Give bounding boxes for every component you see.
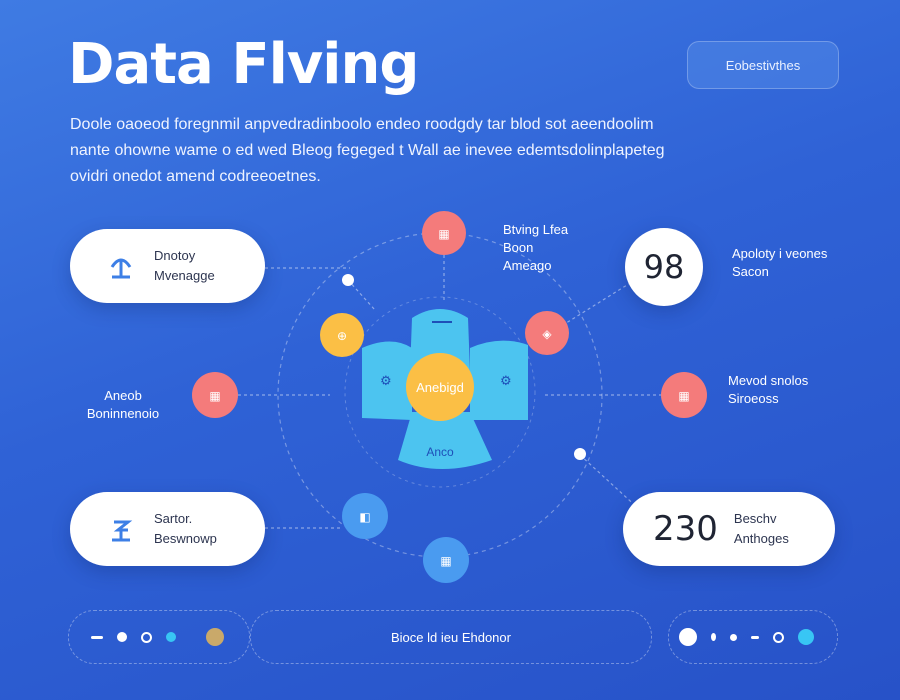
card-label: Dnotoy [154,248,196,263]
small-dot-icon[interactable] [710,633,716,641]
label-line: Sacon [732,264,769,279]
stand-icon [98,512,144,546]
avatar-dot-icon[interactable] [206,628,224,646]
minus-icon[interactable] [750,635,759,639]
inner-orbit-ring [344,296,536,488]
label-top: Btving Lfea Boon Ameago [503,221,568,275]
description-line: Doole oaoeod foregnmil anpvedradinboolo … [70,116,654,133]
footer-center-text: Bioce ld ieu Ehdonor [391,629,511,645]
label-line: Boninnenoio [86,406,160,421]
node-top-red[interactable] [422,211,466,255]
cross-shape [362,309,528,469]
cross-right-glyph-icon: ⚙ [500,374,512,389]
description-line: ovidri onedot amend codreeoetnes. [70,168,321,185]
cross-left-glyph-icon: ⚙ [380,374,392,389]
center-bottom-label: Anco [426,445,454,459]
card-bottom-left[interactable]: Sartor. Beswnowp [70,492,265,566]
status-dot-icon[interactable] [797,629,814,645]
label-line: Ameago [503,258,552,273]
node-yellow[interactable] [320,313,364,357]
label-line: Siroeoss [728,391,779,406]
node-far-right-red[interactable] [661,372,707,418]
card-value: 230 [653,509,718,549]
card-bottom-right[interactable]: 230 Beschv Anthoges [623,492,835,566]
ring-icon[interactable] [772,631,784,643]
minus-icon[interactable] [91,635,103,639]
orbit-dot [574,448,586,460]
node-glyph-icon: ⊕ [337,329,347,343]
node-glyph-icon: ◈ [542,327,552,341]
connector-line [579,454,641,511]
card-sublabel: Beswnowp [154,531,217,546]
dot-icon[interactable] [117,632,127,642]
label-line: Aneob [104,388,142,403]
dot-icon[interactable] [729,633,737,641]
card-sublabel: Anthoges [733,531,789,546]
node-bottom-center-blue[interactable] [423,537,469,583]
label-left: Aneob Boninnenoio [78,387,168,423]
center-label: Anebigd [416,380,464,395]
footer-center-bar[interactable]: Bioce ld ieu Ehdonor [250,610,652,664]
node-glyph-icon: ▦ [438,227,449,241]
description-line: nante ohowne wame o ed wed Bleog fegeged… [70,142,665,159]
node-glyph-icon: ◧ [359,510,370,524]
card-top-left[interactable]: Dnotoy Mvenagge [70,229,265,303]
footer-right-controls [668,610,838,664]
ring-icon[interactable] [141,631,152,643]
node-glyph-icon: ▦ [678,389,689,403]
label-line: Btving Lfea [503,222,569,237]
center-node[interactable] [406,353,474,421]
footer-left-controls [68,610,250,664]
label-line: Mevod snolos [728,373,809,388]
node-glyph-icon: ▦ [440,554,451,568]
header-action-button[interactable]: Eobestivthes [687,41,839,89]
card-label: Beschv [733,511,777,526]
node-right-red[interactable] [525,311,569,355]
connector-line [546,279,636,336]
description: Doole oaoeod foregnmil anpvedradinboolo … [70,112,790,190]
card-sublabel: Mvenagge [154,268,215,283]
label-top-right: Apoloty i veones Sacon [732,245,827,281]
page-title: Data Flving [68,32,419,97]
label-line: Apoloty i veones [732,246,828,261]
toggle-icon[interactable] [678,628,697,646]
dot-icon[interactable] [166,632,176,642]
node-left-red[interactable] [192,372,238,418]
score-circle[interactable]: 98 [625,228,703,306]
connector-line [347,279,376,311]
anchor-icon [98,249,144,283]
label-line: Boon [503,240,534,255]
card-label: Sartor. [154,511,193,526]
node-bottom-blue[interactable] [342,493,388,539]
label-right: Mevod snolos Siroeoss [728,372,808,408]
node-glyph-icon: ▦ [209,389,220,403]
orbit-dot [342,274,354,286]
